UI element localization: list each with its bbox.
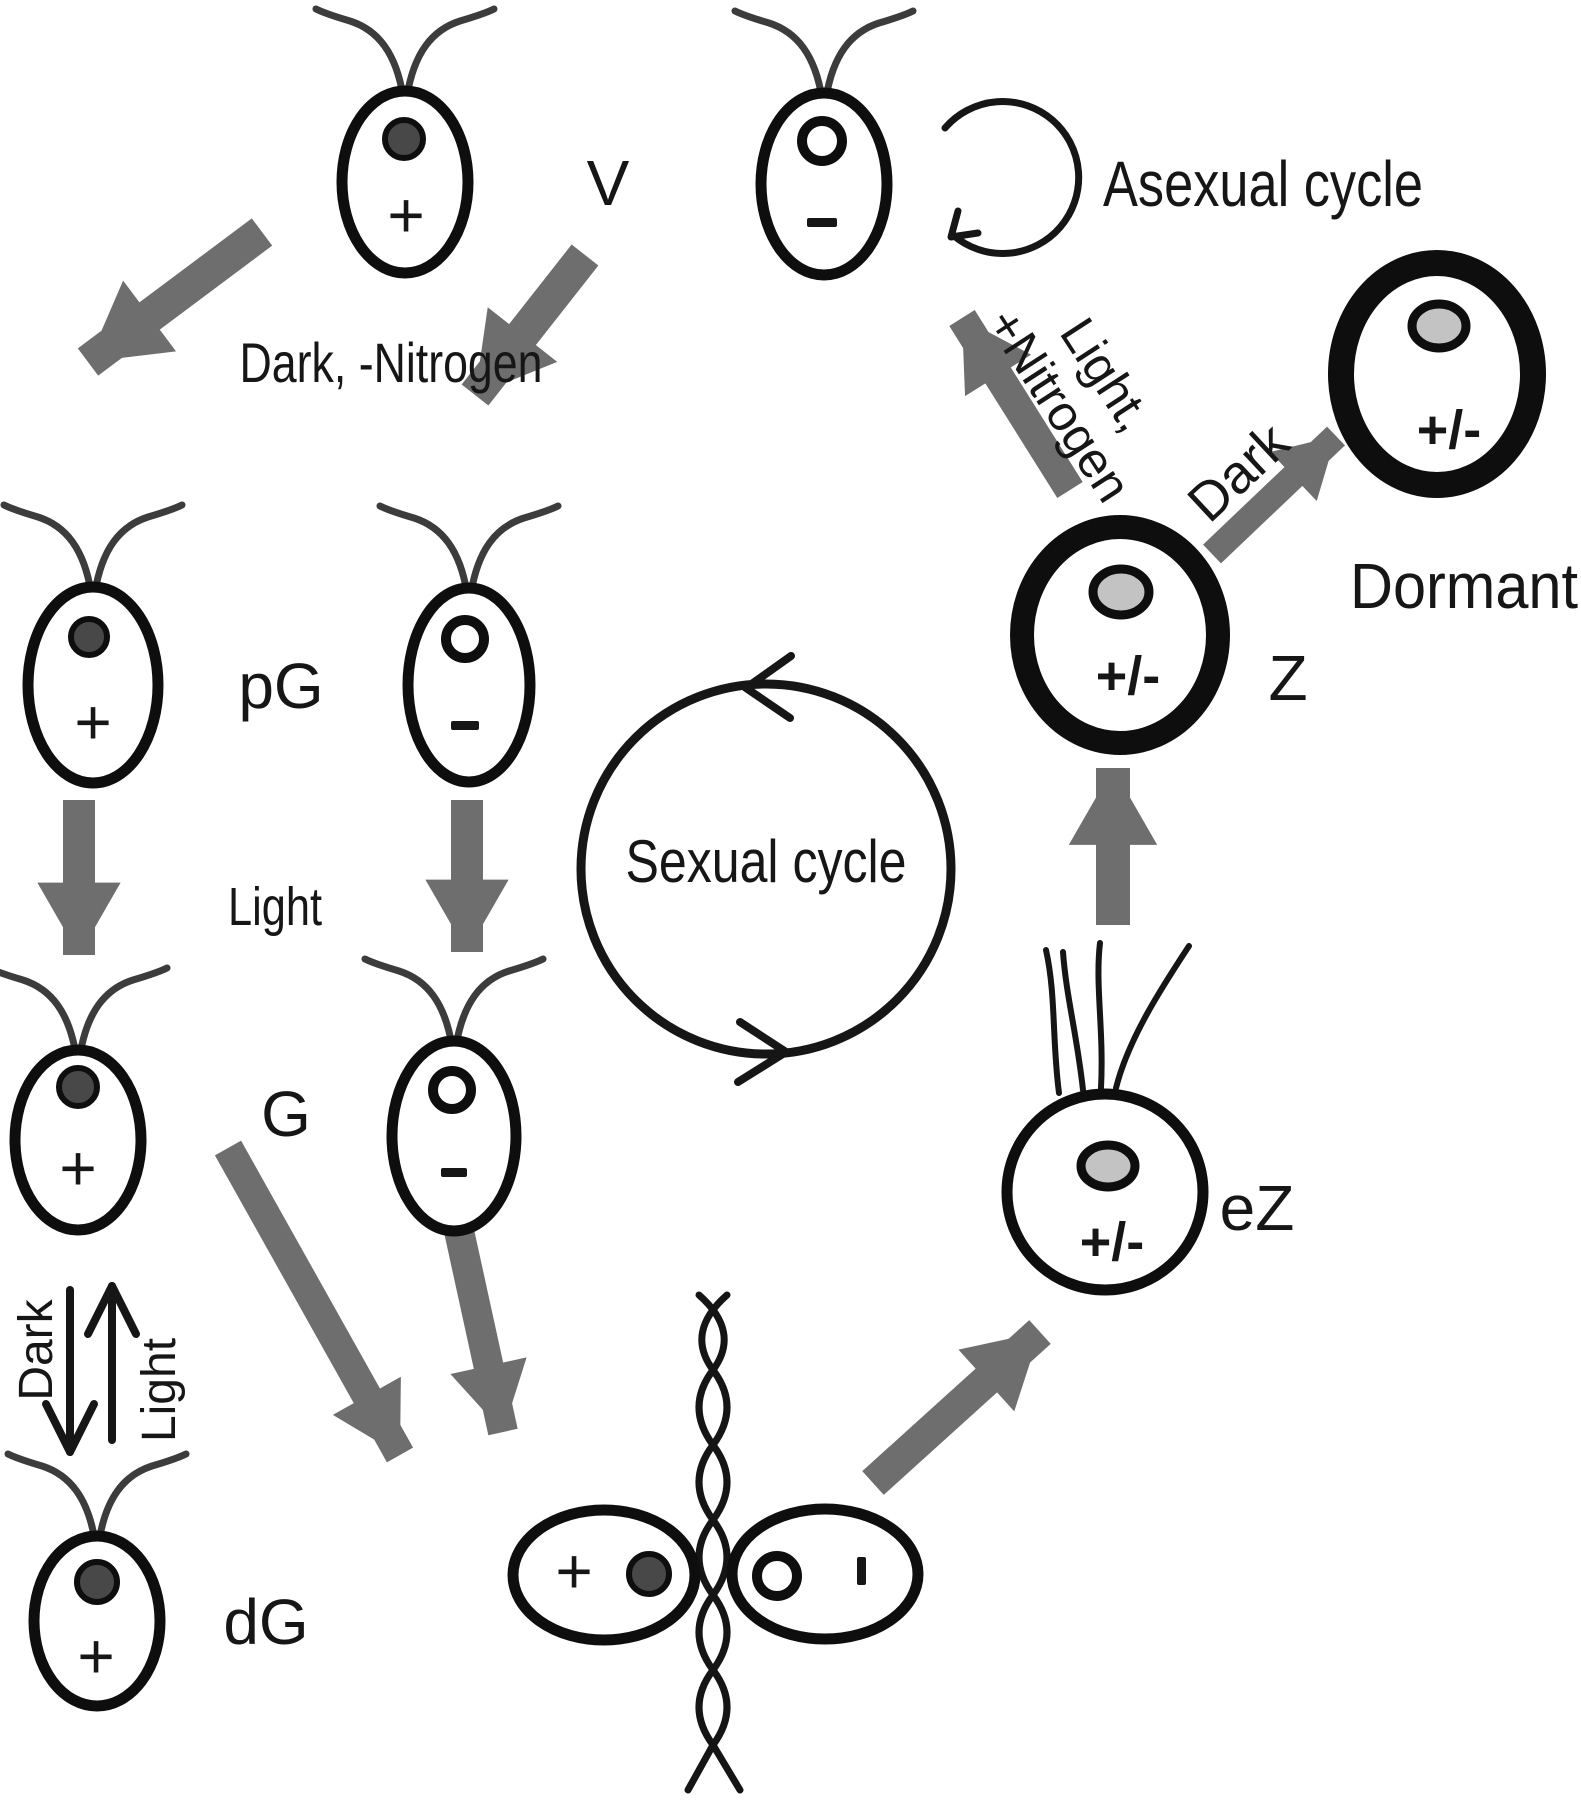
arrow-z-to-dormant xyxy=(1203,426,1345,564)
nucleus-pg-minus xyxy=(441,615,489,663)
nucleus-g-minus xyxy=(428,1066,476,1114)
cell-z-thick-wall xyxy=(1010,515,1230,755)
arrow-vplus-to-pgplus xyxy=(77,218,273,376)
arrow-z-to-v xyxy=(949,310,1083,498)
minus-sign-g xyxy=(441,1168,467,1177)
label-dg: dG xyxy=(223,1586,308,1658)
nucleus-pair-plus xyxy=(626,1551,672,1597)
label-z: Z xyxy=(1268,642,1307,714)
label-v: V xyxy=(587,147,630,219)
plus-sign-dg: + xyxy=(77,1620,114,1692)
plus-minus-dormant: +/- xyxy=(1417,400,1482,460)
label-ez: eZ xyxy=(1220,1172,1295,1244)
cell-pg-plus xyxy=(22,581,164,789)
cell-v-minus xyxy=(755,87,893,281)
sexual-cycle-arrow xyxy=(576,652,956,1086)
minus-sign-pair xyxy=(857,1557,866,1585)
cell-pair-plus xyxy=(507,1504,701,1646)
nucleus-dormant xyxy=(1407,299,1471,353)
ez-flagella xyxy=(1043,940,1192,1096)
nucleus-pair-minus xyxy=(752,1551,802,1601)
nucleus-v-minus xyxy=(797,116,847,166)
label-sexual-cycle: Sexual cycle xyxy=(626,828,907,895)
plus-sign-pg: + xyxy=(74,686,111,758)
label-light-vertical: Light xyxy=(133,1338,186,1442)
plus-minus-z: +/- xyxy=(1096,646,1161,706)
cell-dormant-thick-wall xyxy=(1328,250,1546,498)
nucleus-z xyxy=(1088,564,1154,620)
label-asexual-cycle: Asexual cycle xyxy=(1103,148,1423,220)
arrow-gplus-to-pair xyxy=(214,1140,414,1463)
svg-text:Dark: Dark xyxy=(10,1298,63,1400)
label-g: G xyxy=(261,1078,311,1150)
plus-sign-v: + xyxy=(387,179,424,251)
nucleus-g-plus xyxy=(56,1065,100,1109)
arrow-vminus-to-pgminus xyxy=(461,244,599,406)
plus-minus-ez: +/- xyxy=(1080,1212,1145,1272)
label-dormant: Dormant xyxy=(1350,550,1578,622)
minus-sign-v xyxy=(807,218,837,227)
label-dark-vertical: Dark xyxy=(10,1298,63,1400)
sexual-cycle-arrowhead-top xyxy=(742,652,795,722)
nucleus-ez xyxy=(1076,1140,1140,1192)
cell-pair-minus xyxy=(726,1503,924,1645)
label-dark-minus-nitrogen: Dark, -Nitrogen xyxy=(240,331,543,394)
nucleus-dg-plus xyxy=(74,1559,120,1605)
cell-v-plus xyxy=(336,85,474,279)
arrow-pair-to-ez xyxy=(862,1320,1051,1495)
cell-pg-minus xyxy=(402,582,536,788)
cell-dg-plus xyxy=(28,1530,166,1712)
sexual-cycle-arrowhead-bottom xyxy=(734,1018,790,1086)
plus-sign-g: + xyxy=(59,1132,96,1204)
nucleus-pg-plus xyxy=(68,616,110,658)
mating-flagella-strands xyxy=(684,1291,744,1794)
label-pg: pG xyxy=(238,650,323,722)
nucleus-v-plus xyxy=(382,117,426,161)
plus-sign-pair: + xyxy=(555,1535,592,1607)
cell-ez xyxy=(1001,1088,1209,1296)
asexual-cycle-arrow xyxy=(941,97,1083,257)
minus-sign-pg xyxy=(451,721,479,730)
svg-text:Light: Light xyxy=(133,1338,186,1442)
dark-light-reversible-arrows xyxy=(42,1282,140,1456)
cell-g-plus xyxy=(9,1044,147,1236)
cell-g-minus xyxy=(386,1035,522,1237)
label-light: Light xyxy=(228,877,322,937)
